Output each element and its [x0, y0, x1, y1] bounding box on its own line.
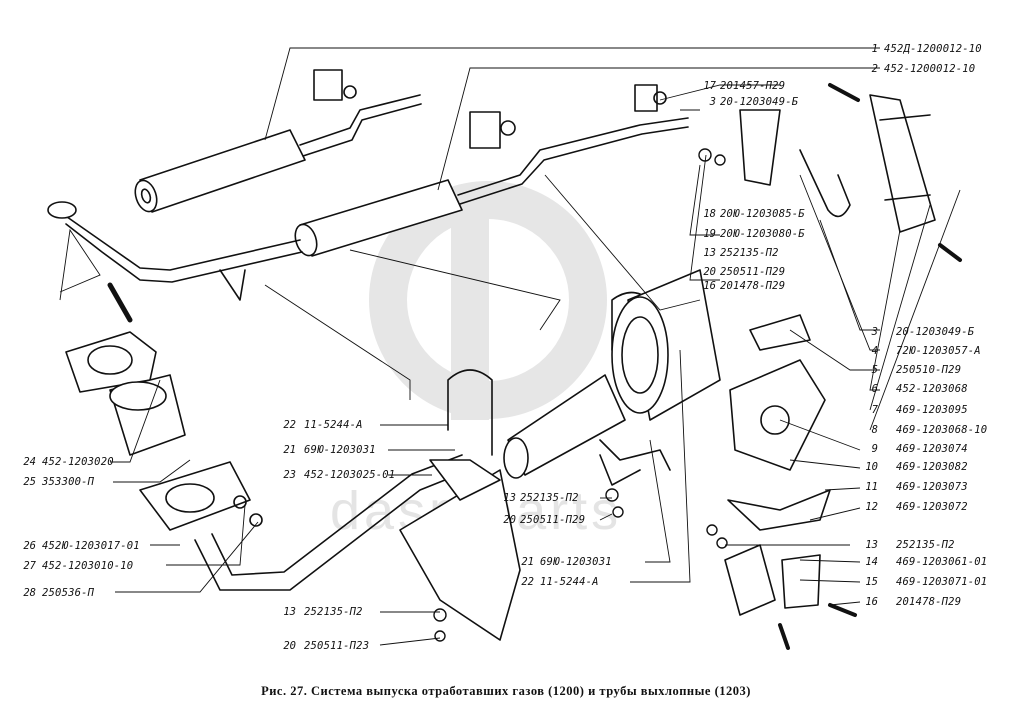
label-number: 21 — [283, 444, 296, 456]
flange-assembly — [65, 282, 263, 531]
clamp-assembly — [724, 83, 962, 650]
label-number: 11 — [865, 481, 878, 493]
label-number: 10 — [865, 461, 878, 473]
part-code-label: 452-1203020 — [42, 456, 114, 468]
part-code-label: 250511-П29 — [520, 514, 586, 526]
watermark-logo — [369, 181, 607, 420]
part-code-label: 469-1203082 — [896, 461, 968, 473]
leader-lines — [59, 47, 961, 646]
part-code-label: 20Ю-1203085-Б — [720, 208, 805, 220]
part-code-label: 469-1203072 — [896, 501, 968, 513]
label-number: 20 — [703, 266, 716, 278]
label-number: 19 — [703, 228, 716, 240]
label-number: 13 — [865, 539, 878, 551]
part-code-label: 252135-П2 — [896, 539, 955, 551]
label-number: 14 — [865, 556, 878, 568]
part-code-label: 11-5244-А — [540, 576, 599, 588]
label-number: 4 — [871, 345, 878, 357]
label-number: 3 — [871, 326, 878, 338]
part-code-label: 469-1203073 — [896, 481, 968, 493]
label-number: 18 — [703, 208, 716, 220]
part-code-label: 469-1203068-10 — [896, 424, 988, 436]
label-number: 20 — [503, 514, 516, 526]
label-number: 2 — [871, 63, 878, 75]
part-code-label: 250511-П23 — [304, 640, 370, 652]
part-code-label: 20Ю-1203080-Б — [720, 228, 805, 240]
part-code-label: 469-1203095 — [896, 404, 968, 416]
part-code-label: 252135-П2 — [304, 606, 363, 618]
part-code-label: 452-1203025-01 — [304, 469, 396, 481]
label-number: 3 — [709, 96, 716, 108]
part-code-label: 252135-П2 — [520, 492, 579, 504]
label-number: 6 — [871, 383, 878, 395]
part-code-label: 250536-П — [42, 587, 95, 599]
label-number: 20 — [283, 640, 296, 652]
label-number: 23 — [283, 469, 296, 481]
part-code-label: 452-1200012-10 — [884, 63, 976, 75]
part-code-label: 252135-П2 — [720, 247, 779, 259]
front-pipe — [47, 201, 303, 301]
part-code-label: 201478-П29 — [896, 596, 962, 608]
label-number: 13 — [503, 492, 516, 504]
label-number: 21 — [521, 556, 534, 568]
part-code-label: 69Ю-1203031 — [304, 444, 376, 456]
part-code-label: 452-1203010-10 — [42, 560, 134, 572]
muffler-upper — [134, 69, 422, 213]
part-code-label: 201478-П29 — [720, 280, 786, 292]
label-number: 25 — [23, 476, 36, 488]
exhaust-pipe-lower — [194, 454, 521, 641]
label-number: 8 — [871, 424, 878, 436]
label-number: 13 — [283, 606, 296, 618]
label-number: 17 — [703, 80, 716, 92]
part-code-label: 11-5244-А — [304, 419, 363, 431]
label-number: 16 — [703, 280, 716, 292]
part-code-label: 250510-П29 — [896, 364, 962, 376]
tail-pipe — [503, 374, 671, 486]
part-code-label: 452Ю-1203017-01 — [42, 540, 140, 552]
part-code-label: 469-1203071-01 — [896, 576, 988, 588]
label-number: 28 — [23, 587, 36, 599]
label-number: 13 — [703, 247, 716, 259]
part-code-label: 72Ю-1203057-А — [896, 345, 981, 357]
part-code-label: 20-1203049-Б — [896, 326, 975, 338]
part-code-label: 20-1203049-Б — [720, 96, 799, 108]
label-number: 27 — [23, 560, 36, 572]
label-number: 24 — [23, 456, 36, 468]
part-code-label: 452-1203068 — [896, 383, 968, 395]
part-code-label: 201457-П29 — [720, 80, 786, 92]
label-number: 15 — [865, 576, 878, 588]
part-code-label: 69Ю-1203031 — [540, 556, 612, 568]
rubber-mount — [611, 269, 721, 421]
figure-caption: Рис. 27. Система выпуска отработавших га… — [261, 684, 751, 698]
label-number: 5 — [871, 364, 878, 376]
label-number: 9 — [871, 443, 878, 455]
label-number: 7 — [871, 404, 878, 416]
part-code-label: 452Д-1200012-10 — [884, 43, 982, 55]
label-number: 12 — [865, 501, 878, 513]
muffler-middle — [294, 84, 689, 257]
label-number: 22 — [521, 576, 534, 588]
label-number: 1 — [871, 43, 878, 55]
part-code-label: 250511-П29 — [720, 266, 786, 278]
label-number: 16 — [865, 596, 878, 608]
label-number: 26 — [23, 540, 36, 552]
part-code-label: 353300-П — [42, 476, 95, 488]
label-number: 22 — [283, 419, 296, 431]
part-code-label: 469-1203074 — [896, 443, 968, 455]
part-code-label: 469-1203061-01 — [896, 556, 988, 568]
